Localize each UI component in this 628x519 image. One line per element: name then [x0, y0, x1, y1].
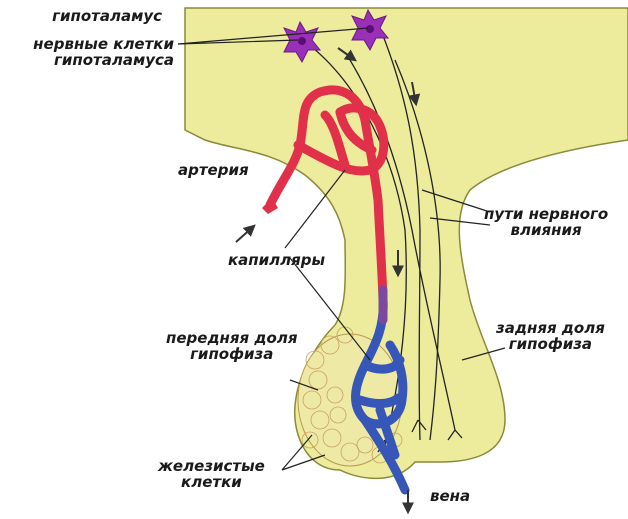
- label-nerve-cells: нервные клетки гипоталамуса: [33, 36, 174, 68]
- label-nerve-cells-line2: гипоталамуса: [33, 52, 174, 68]
- label-anterior-line1: передняя доля: [166, 330, 297, 346]
- label-anterior-lobe: передняя доля гипофиза: [166, 330, 297, 362]
- label-artery: артерия: [178, 162, 249, 178]
- label-nerve-paths-line1: пути нервного: [484, 206, 608, 222]
- label-glandular-line2: клетки: [158, 474, 265, 490]
- label-posterior-lobe: задняя доля гипофиза: [496, 320, 605, 352]
- label-anterior-line2: гипофиза: [166, 346, 297, 362]
- label-posterior-line1: задняя доля: [496, 320, 605, 336]
- label-nerve-paths-line2: влияния: [484, 222, 608, 238]
- label-nerve-paths: пути нервного влияния: [484, 206, 608, 238]
- label-nerve-cells-line1: нервные клетки: [33, 36, 174, 52]
- label-vein: вена: [430, 488, 470, 504]
- label-posterior-line2: гипофиза: [496, 336, 605, 352]
- label-capillaries: капилляры: [228, 252, 325, 268]
- hypothalamus-and-pituitary-tissue: [185, 8, 628, 478]
- label-glandular-line1: железистые: [158, 458, 265, 474]
- label-hypothalamus: гипоталамус: [52, 8, 162, 24]
- label-glandular-cells: железистые клетки: [158, 458, 265, 490]
